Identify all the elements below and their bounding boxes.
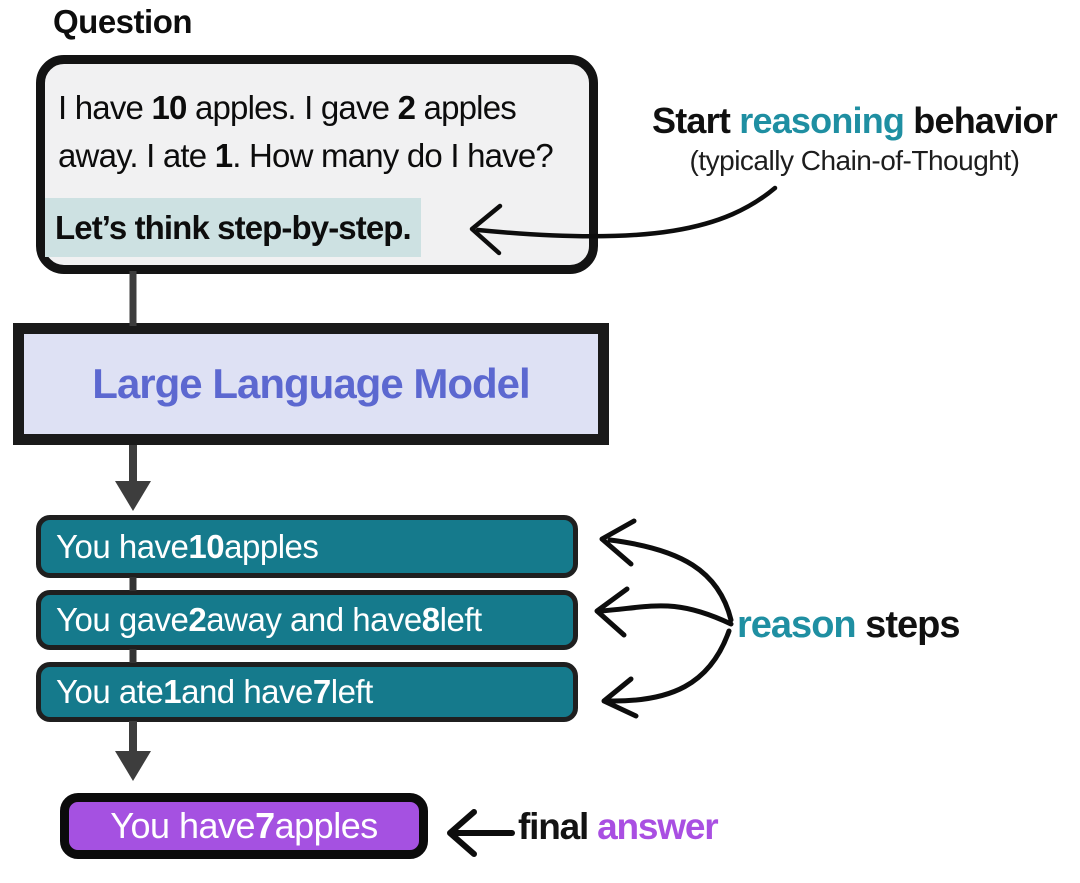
text-segment: You ate	[56, 673, 164, 710]
reasoning-annotation-accent: reasoning	[739, 100, 905, 141]
steps-arrow-2-shaft	[598, 603, 734, 627]
text-segment: apples	[224, 527, 319, 565]
reason-step-3: You ate 1 and have 7 left	[36, 662, 578, 722]
text-segment: 1	[163, 673, 182, 710]
steps-arrow-1-head	[599, 518, 637, 567]
steps-arrow-1-shaft	[607, 537, 734, 623]
llm-label: Large Language Model	[92, 360, 530, 407]
text-segment: You have	[56, 527, 189, 565]
reason-step-2: You gave 2 away and have 8 left	[36, 590, 578, 650]
reason-step-1: You have 10 apples	[36, 515, 578, 578]
text-segment: left	[330, 673, 374, 710]
steps-annotation-accent: reason	[737, 604, 857, 646]
final-annotation-prefix: final	[518, 806, 589, 847]
text-segment: You have	[110, 805, 256, 846]
llm-box: Large Language Model	[13, 323, 609, 445]
steps-arrow-2-head	[594, 586, 630, 638]
final-annotation-accent: answer	[588, 806, 719, 847]
text-segment: 2	[188, 601, 207, 638]
reasoning-annotation-title: Start reasoning behavior	[622, 100, 1080, 142]
reasoning-annotation-subtitle: (typically Chain-of-Thought)	[689, 145, 1020, 176]
text-segment: 8	[421, 601, 440, 638]
text-segment: apples	[274, 805, 379, 846]
text-segment: and have	[181, 673, 313, 710]
reasoning-annotation-prefix: Start	[652, 100, 740, 141]
text-segment: 7	[312, 673, 331, 710]
text-segment: apples. I gave	[186, 89, 398, 126]
flow-arrowhead-steps-to-final	[115, 751, 151, 781]
reasoning-annotation: Start reasoning behavior (typically Chai…	[622, 100, 1080, 177]
text-segment: 1	[214, 136, 233, 174]
text-segment: apples away. I ate	[58, 89, 517, 174]
text-segment: away and have	[206, 601, 422, 638]
steps-annotation-suffix: steps	[855, 604, 960, 646]
final-annotation: final answer	[518, 806, 719, 848]
steps-annotation: reason steps	[737, 604, 960, 647]
question-text: I have 10 apples. I gave 2 apples away. …	[58, 84, 598, 180]
text-segment: 7	[255, 805, 275, 846]
text-segment: 10	[151, 89, 187, 126]
question-label: Question	[53, 3, 193, 40]
text-segment: left	[439, 601, 483, 638]
text-segment: 2	[397, 89, 416, 126]
text-segment: 10	[188, 527, 225, 565]
steps-arrow-3-head	[601, 676, 639, 719]
text-segment: I have	[58, 89, 152, 126]
final-annotation-arrow	[447, 809, 515, 857]
cot-trigger-highlight: Let’s think step-by-step.	[45, 198, 421, 257]
text-segment: . How many do I have?	[232, 136, 554, 174]
steps-arrow-3-shaft	[606, 628, 732, 704]
text-segment: You gave	[56, 601, 189, 638]
flow-arrowhead-llm-to-steps	[115, 481, 151, 511]
steps-annotation-arrows	[594, 518, 734, 719]
reasoning-annotation-suffix: behavior	[904, 100, 1057, 141]
final-answer-box: You have 7 apples	[60, 793, 428, 859]
final-arrow-head	[447, 809, 477, 857]
